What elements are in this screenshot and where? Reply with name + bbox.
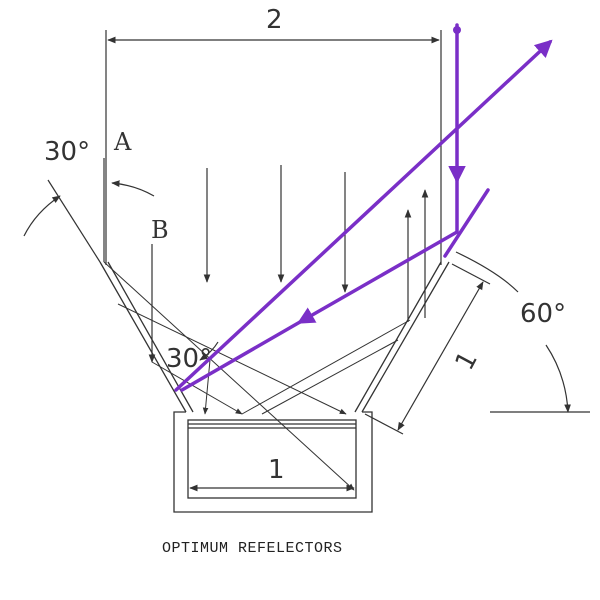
reflected-ray-paths — [103, 261, 411, 491]
top-width-label: 2 — [266, 5, 283, 35]
side-dimension — [364, 263, 491, 435]
side-length-label: 1 — [450, 347, 484, 376]
point-a-label: A — [113, 128, 132, 156]
angle-right-label: 60° — [520, 299, 566, 329]
angle-left-top-label: 30° — [44, 137, 90, 167]
point-b-label: B — [151, 216, 169, 244]
angle-bottom-label: 30° — [166, 344, 212, 374]
reflected-up-rays — [404, 189, 429, 322]
right-reflector — [354, 261, 450, 413]
diagram-caption: OPTIMUM REFELECTORS — [162, 540, 343, 557]
receiver-box — [173, 411, 373, 513]
angle-arcs — [23, 179, 590, 413]
incident-rays — [203, 165, 349, 293]
highlight-rays — [174, 23, 553, 392]
ray-source-dot — [453, 26, 461, 34]
base-width-label: 1 — [268, 455, 285, 485]
top-dimension — [105, 30, 442, 265]
